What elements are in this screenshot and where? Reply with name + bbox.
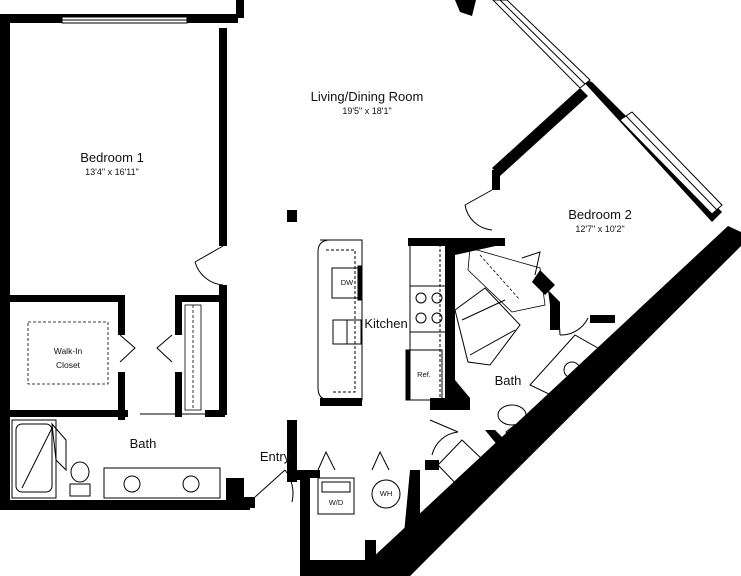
utility-fixtures [317,477,401,515]
living-room-label: Living/Dining Room [310,89,424,104]
bath-1-label: Bath [129,436,157,451]
closet-label-line1: Walk-In [53,346,83,356]
doors [119,189,589,503]
kitchen-label: Kitchen [364,316,408,331]
bath2-fixtures [437,287,611,489]
windows [61,0,723,215]
washer-dryer-label: W/D [328,498,344,507]
bath-2-label: Bath [494,373,522,388]
kitchen-fixtures [317,239,449,401]
bedroom-1-label: Bedroom 1 [80,150,144,165]
living-room-dimensions: 19'5" x 18'1" [342,106,392,116]
entry-label: Entry [259,449,291,464]
dishwasher-label: DW [340,278,354,287]
water-heater-label: WH [379,489,393,498]
bedroom-1-dimensions: 13'4" x 16'11" [85,167,139,177]
bedroom-2-label: Bedroom 2 [568,207,632,222]
refrigerator-label: Ref. [417,370,431,379]
closet-interior [27,247,546,411]
bedroom-2-dimensions: 12'7" x 10'2" [575,224,625,234]
bath1-fixtures [11,419,221,499]
closet-label-line2: Closet [55,360,81,370]
